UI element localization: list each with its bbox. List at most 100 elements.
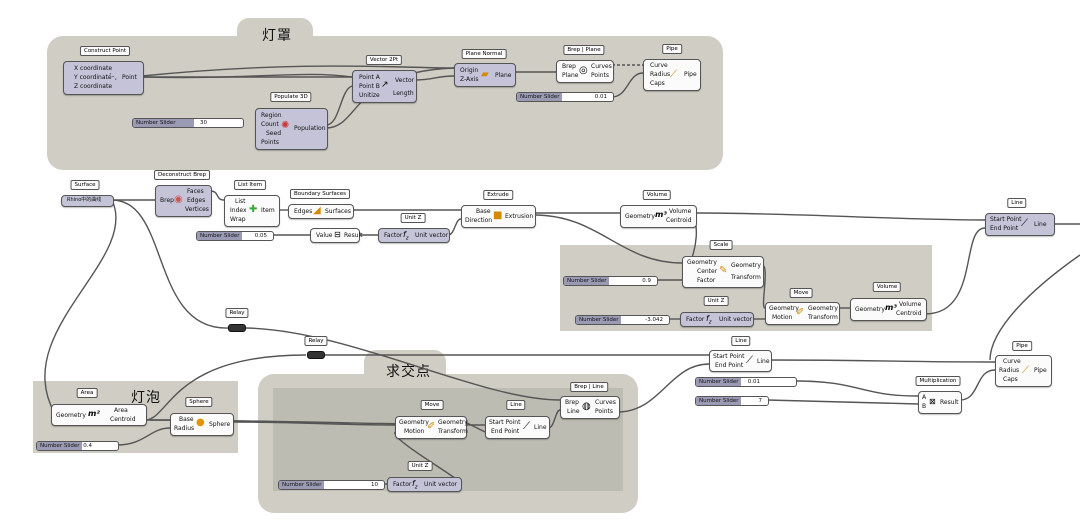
input-factor[interactable]: Factor xyxy=(393,481,412,488)
input-x[interactable]: X coordinate xyxy=(74,65,113,72)
input-curve[interactable]: Curve xyxy=(1003,358,1021,365)
output-result[interactable]: Result xyxy=(344,232,363,239)
input-end-point[interactable]: End Point xyxy=(491,428,520,435)
input-b[interactable]: B xyxy=(922,403,927,410)
output-transform[interactable]: Transform xyxy=(808,314,838,321)
unit-z-c-component[interactable]: Factor fz Unit vector xyxy=(387,477,462,492)
output-edges[interactable]: Edges xyxy=(187,197,206,204)
input-motion[interactable]: Motion xyxy=(772,314,793,321)
output-sphere[interactable]: Sphere xyxy=(209,421,231,428)
input-y[interactable]: Y coordinate xyxy=(74,74,112,81)
pipe-top-radius-slider[interactable]: Number Slider 0.01 xyxy=(516,92,614,102)
output-length[interactable]: Length xyxy=(393,90,414,97)
input-seed[interactable]: Seed xyxy=(266,130,281,137)
input-origin[interactable]: Origin xyxy=(460,67,479,74)
output-plane[interactable]: Plane xyxy=(495,72,512,79)
volume-b-component[interactable]: Geometry m³ Volume Centroid xyxy=(850,298,927,321)
output-volume[interactable]: Volume xyxy=(899,301,922,308)
output-centroid[interactable]: Centroid xyxy=(896,310,922,317)
brep-plane-component[interactable]: Brep Plane ◎ Curves Points xyxy=(556,60,614,83)
move-factor-slider[interactable]: Number Slider -3.042 xyxy=(575,315,670,325)
input-brep[interactable]: Brep xyxy=(160,197,174,204)
input-radius[interactable]: Radius xyxy=(174,425,195,432)
output-vector[interactable]: Vector xyxy=(395,77,415,84)
input-wrap[interactable]: Wrap xyxy=(230,216,246,223)
output-centroid[interactable]: Centroid xyxy=(110,416,136,423)
count-slider[interactable]: Number Slider 30 xyxy=(132,118,244,128)
line-a-component[interactable]: Start Point End Point ⟋ Line xyxy=(985,213,1055,236)
input-center[interactable]: Center xyxy=(697,268,718,275)
unit-z-slider[interactable]: Number Slider 10 xyxy=(278,480,385,490)
output-volume[interactable]: Volume xyxy=(669,208,692,215)
output-points[interactable]: Points xyxy=(591,72,610,79)
scale-factor-slider[interactable]: Number Slider 0.9 xyxy=(563,276,658,286)
relay-b[interactable] xyxy=(307,351,325,359)
output-curves[interactable]: Curves xyxy=(595,399,616,406)
pipe-radius-slider[interactable]: Number Slider 0.01 xyxy=(695,377,797,387)
surface-param[interactable]: Rhino中的曲线 xyxy=(61,195,114,207)
output-result[interactable]: Result xyxy=(940,399,959,406)
input-count[interactable]: Count xyxy=(261,121,279,128)
input-index[interactable]: Index xyxy=(230,207,247,214)
relay-a[interactable] xyxy=(228,324,246,332)
input-start-point[interactable]: Start Point xyxy=(489,419,521,426)
output-vertices[interactable]: Vertices xyxy=(185,206,209,213)
input-radius[interactable]: Radius xyxy=(999,367,1020,374)
input-factor[interactable]: Factor xyxy=(384,232,403,239)
output-geometry[interactable]: Geometry xyxy=(438,419,468,426)
deconstruct-brep-component[interactable]: Brep ◉ Faces Edges Vertices xyxy=(155,185,212,217)
input-motion[interactable]: Motion xyxy=(404,428,425,435)
negative-component[interactable]: Value ⊟ Result xyxy=(310,228,363,243)
output-line[interactable]: Line xyxy=(1034,221,1047,228)
input-curve[interactable]: Curve xyxy=(650,62,668,69)
output-unit-vector[interactable]: Unit vector xyxy=(424,481,458,488)
scale-component[interactable]: Geometry Center Factor ✎ Geometry Transf… xyxy=(682,256,764,288)
input-start-point[interactable]: Start Point xyxy=(713,353,745,360)
sphere-component[interactable]: Base Radius ● Sphere xyxy=(170,413,234,436)
input-direction[interactable]: Direction xyxy=(465,217,493,224)
output-geometry[interactable]: Geometry xyxy=(731,262,761,269)
extrude-component[interactable]: Base Direction ■ Extrusion xyxy=(461,205,536,228)
output-item[interactable]: Item xyxy=(261,207,275,214)
line-c-component[interactable]: Start Point End Point ⟋ Line xyxy=(709,350,772,372)
brep-line-component[interactable]: Brep Line ◍ Curves Points xyxy=(560,396,620,419)
boundary-surfaces-component[interactable]: Edges ◢ Surfaces xyxy=(288,204,354,219)
populate-3d-component[interactable]: Region Count Seed Points ✺ Population xyxy=(255,108,328,150)
plane-normal-component[interactable]: Origin Z-Axis ▰ Plane xyxy=(454,63,516,87)
input-geometry[interactable]: Geometry xyxy=(769,305,799,312)
output-geometry[interactable]: Geometry xyxy=(808,305,838,312)
output-surfaces[interactable]: Surfaces xyxy=(325,208,351,215)
area-component[interactable]: Geometry m² Area Centroid xyxy=(51,404,147,426)
unit-z-a-component[interactable]: Factor fz Unit vector xyxy=(378,228,450,243)
volume-a-component[interactable]: Geometry m³ Volume Centroid xyxy=(620,205,697,228)
input-factor[interactable]: Factor xyxy=(697,277,716,284)
output-pipe[interactable]: Pipe xyxy=(1034,367,1047,374)
input-brep[interactable]: Brep xyxy=(565,399,579,406)
input-factor[interactable]: Factor xyxy=(686,316,705,323)
input-edges[interactable]: Edges xyxy=(294,208,313,215)
input-caps[interactable]: Caps xyxy=(650,80,665,87)
sphere-radius-slider[interactable]: Number Slider 0.4 xyxy=(36,441,119,451)
input-value[interactable]: Value xyxy=(316,232,333,239)
pipe-bottom-component[interactable]: Curve Radius Caps ⟋ Pipe xyxy=(995,355,1052,387)
multiplication-component[interactable]: A B ⊠ Result xyxy=(918,391,962,414)
output-pipe[interactable]: Pipe xyxy=(684,71,697,78)
input-end-point[interactable]: End Point xyxy=(715,362,744,369)
input-caps[interactable]: Caps xyxy=(1003,376,1018,383)
input-radius[interactable]: Radius xyxy=(650,71,671,78)
input-base[interactable]: Base xyxy=(476,208,491,215)
input-list[interactable]: List xyxy=(235,198,246,205)
input-point-a[interactable]: Point A xyxy=(359,74,380,81)
output-population[interactable]: Population xyxy=(294,125,326,132)
move-a-component[interactable]: Geometry Motion ✐ Geometry Transform xyxy=(765,302,840,325)
unit-z-b-component[interactable]: Factor fz Unit vector xyxy=(680,312,754,327)
input-brep[interactable]: Brep xyxy=(562,63,576,70)
input-geometry[interactable]: Geometry xyxy=(855,306,885,313)
output-point[interactable]: Point xyxy=(122,74,137,81)
input-region[interactable]: Region xyxy=(261,112,282,119)
input-geometry[interactable]: Geometry xyxy=(399,419,429,426)
output-line[interactable]: Line xyxy=(534,424,547,431)
output-points[interactable]: Points xyxy=(595,408,614,415)
input-end-point[interactable]: End Point xyxy=(990,225,1019,232)
input-a[interactable]: A xyxy=(922,394,927,401)
